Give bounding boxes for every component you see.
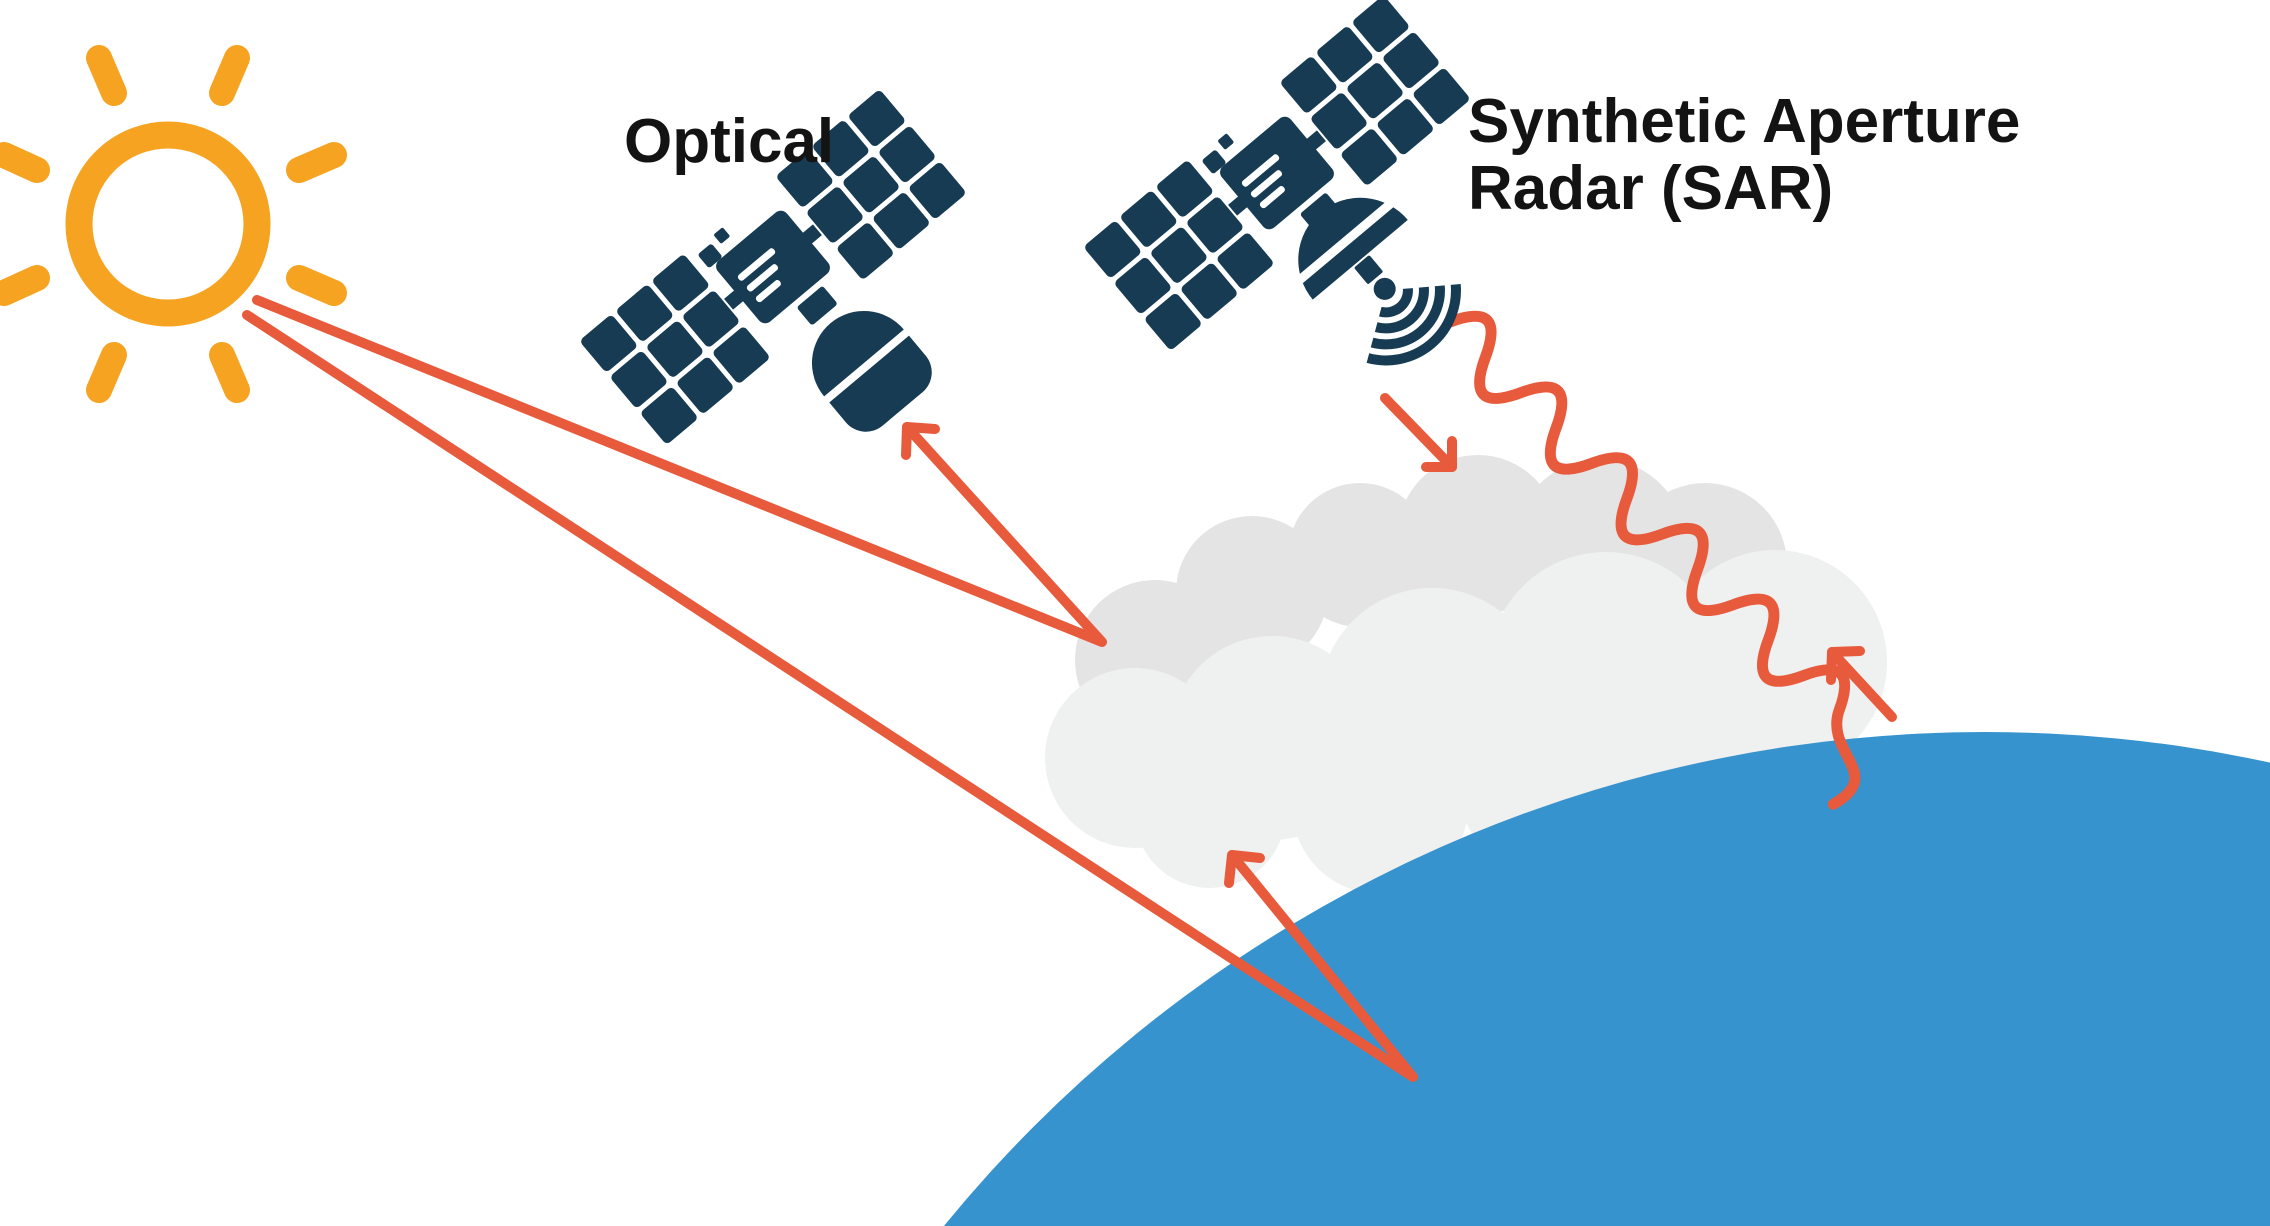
satellite-body-stripes bbox=[1241, 154, 1399, 288]
optical-label: Optical bbox=[624, 107, 835, 176]
earth-surface bbox=[944, 732, 2270, 1226]
radar-feed-knob bbox=[1373, 277, 1396, 300]
optical-sensor-dome bbox=[811, 310, 904, 397]
dish-slash bbox=[1291, 195, 1399, 288]
radar-feed bbox=[1354, 255, 1383, 284]
satellite-body-and-panels bbox=[1085, 0, 1469, 350]
radar-wave-icon bbox=[1444, 310, 1861, 810]
sun-rays bbox=[0, 45, 347, 403]
sunlight-arrow-icon bbox=[242, 295, 1418, 1082]
earth-icon bbox=[944, 732, 2270, 1226]
optical-sensor-base bbox=[829, 335, 932, 432]
sunlight-to-optical-satellite-arrow bbox=[252, 295, 1107, 647]
sar-label: Synthetic Aperture Radar (SAR) bbox=[1468, 88, 2020, 222]
satellite-body-and-panels bbox=[581, 90, 965, 444]
optical-satellite-icon bbox=[581, 90, 965, 444]
sunlight-to-ground-reflection-arrow bbox=[242, 310, 1418, 1082]
sar-transmit-arrow bbox=[1380, 393, 1457, 472]
sun-icon bbox=[0, 45, 347, 403]
sar-label-line2: Radar (SAR) bbox=[1468, 154, 1834, 223]
radar-dish bbox=[1298, 197, 1408, 300]
satellite-body-stripes bbox=[737, 248, 781, 303]
sar-satellite-icon bbox=[1085, 0, 1469, 366]
sun-disc bbox=[65, 121, 271, 327]
sar-label-line1: Synthetic Aperture bbox=[1468, 87, 2021, 156]
radar-signal-arcs bbox=[1366, 283, 1461, 366]
